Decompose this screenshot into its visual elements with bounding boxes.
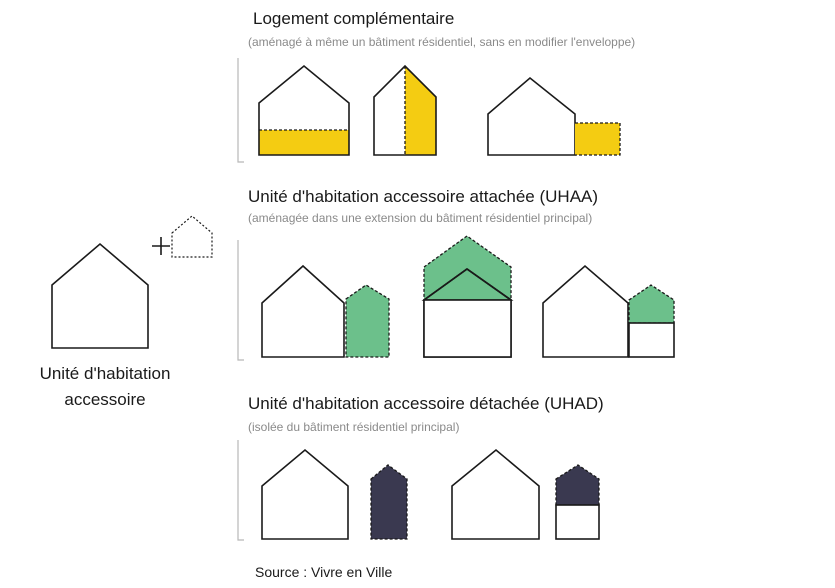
source-credit: Source : Vivre en Ville [255,564,393,580]
house-icon [258,64,350,156]
bracket-2 [237,240,244,361]
house-icon [373,64,437,156]
plus-icon [152,237,170,255]
section-subtitle-uhad: (isolée du bâtiment résidentiel principa… [248,420,460,434]
navy-top-fill [555,464,600,506]
yellow-extension-fill [575,123,620,155]
left-caption: Unité d'habitation accessoire [0,361,210,413]
dotted-house-icon [171,215,213,258]
yellow-band-fill [259,130,349,155]
section-subtitle-uhaa: (aménagée dans une extension du bâtiment… [248,211,593,225]
green-extension-fill [345,284,390,358]
yellow-half-fill [405,66,436,155]
house-icon [487,76,576,156]
section-title-uhad: Unité d'habitation accessoire détachée (… [248,394,604,413]
house-icon [261,264,345,358]
house-icon [542,264,629,358]
section-subtitle-complementaire: (aménagé à même un bâtiment résidentiel,… [248,35,636,49]
bracket-3 [237,440,244,541]
green-top-fill [628,284,675,324]
section-title-complementaire: Logement complémentaire [253,9,455,28]
house-icon [451,448,540,540]
navy-detached-fill [370,464,408,540]
house-icon [261,448,349,540]
left-caption-line1: Unité d'habitation [39,364,171,383]
section-title-uhaa: Unité d'habitation accessoire attachée (… [248,187,599,206]
left-caption-line2: accessoire [64,390,146,409]
bracket-1 [237,58,244,163]
house-icon [51,242,149,349]
